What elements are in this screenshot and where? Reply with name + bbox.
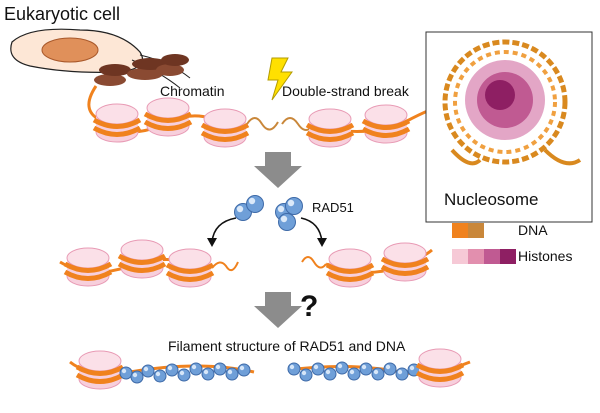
- eukaryotic-cell-label: Eukaryotic cell: [4, 4, 121, 24]
- nucleosome-label: Nucleosome: [444, 190, 539, 209]
- dna-legend-label: DNA: [518, 222, 548, 238]
- break-lightning-icon: [267, 57, 293, 101]
- curved-arrow-right-head: [317, 238, 327, 247]
- resected-chromatin-left: [59, 240, 239, 287]
- chromatin-left: [94, 98, 279, 147]
- dna-legend-swatch: [452, 223, 484, 238]
- rad51-cluster: [234, 195, 303, 231]
- down-arrow-1: [254, 152, 302, 188]
- resected-chromatin-right: [301, 243, 433, 287]
- question-mark: ?: [300, 290, 319, 323]
- curved-arrow-left-head: [207, 238, 217, 247]
- rad51-label: RAD51: [312, 200, 354, 215]
- chromatin-right: [281, 105, 431, 147]
- chromatin-fiber-coils: [94, 54, 189, 86]
- histones-legend-label: Histones: [518, 248, 573, 264]
- nucleosome-structure-illustration: [442, 39, 582, 166]
- double-strand-break-label: Double-strand break: [282, 83, 409, 99]
- histones-legend-swatch: [452, 249, 516, 264]
- filament-right: [287, 349, 471, 387]
- eukaryotic-cell-illustration: [10, 28, 191, 89]
- down-arrow-2: [254, 292, 302, 328]
- filament-structure-label: Filament structure of RAD51 and DNA: [168, 338, 406, 354]
- filament-left: [69, 351, 255, 389]
- chromatin-label: Chromatin: [160, 83, 225, 99]
